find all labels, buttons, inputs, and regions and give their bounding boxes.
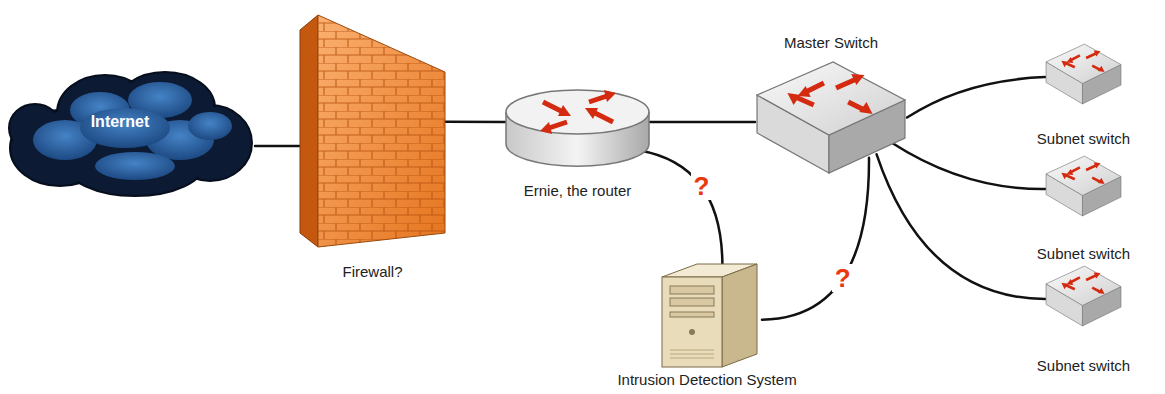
switch-illustration bbox=[1045, 43, 1122, 105]
device-label: Subnet switch bbox=[1037, 357, 1130, 375]
switch-illustration bbox=[1045, 155, 1122, 217]
cloud-node: Internet bbox=[5, 68, 255, 198]
device-label: Master Switch bbox=[784, 34, 878, 52]
edge-label: ? bbox=[691, 172, 713, 200]
edge-label: ? bbox=[832, 264, 854, 292]
cloud-illustration bbox=[5, 68, 255, 198]
switch-illustration bbox=[1045, 265, 1122, 327]
network-cable bbox=[445, 120, 505, 123]
network-cable bbox=[877, 154, 1045, 299]
switch-illustration bbox=[755, 60, 907, 175]
node-label: Internet bbox=[91, 113, 150, 131]
network-cable bbox=[650, 121, 755, 124]
switch-node: Master Switch bbox=[755, 60, 907, 175]
network-cable bbox=[255, 145, 300, 148]
network-cable bbox=[640, 150, 723, 265]
device-label: Intrusion Detection System bbox=[617, 371, 796, 389]
server-tower-illustration bbox=[652, 262, 762, 367]
device-label: Subnet switch bbox=[1037, 245, 1130, 263]
network-cable bbox=[762, 158, 869, 320]
router-illustration bbox=[505, 88, 650, 168]
switch-node: Subnet switch bbox=[1045, 155, 1122, 217]
router-node: Ernie, the router bbox=[505, 88, 650, 168]
brick-wall-illustration bbox=[300, 15, 445, 247]
firewall-node: Firewall? bbox=[300, 15, 445, 247]
device-label: Firewall? bbox=[342, 263, 402, 281]
network-cable bbox=[892, 143, 1045, 189]
server-node: Intrusion Detection System bbox=[652, 262, 762, 367]
switch-node: Subnet switch bbox=[1045, 43, 1122, 105]
network-cable bbox=[907, 77, 1045, 117]
device-label: Ernie, the router bbox=[524, 182, 632, 200]
switch-node: Subnet switch bbox=[1045, 265, 1122, 327]
device-label: Subnet switch bbox=[1037, 130, 1130, 148]
